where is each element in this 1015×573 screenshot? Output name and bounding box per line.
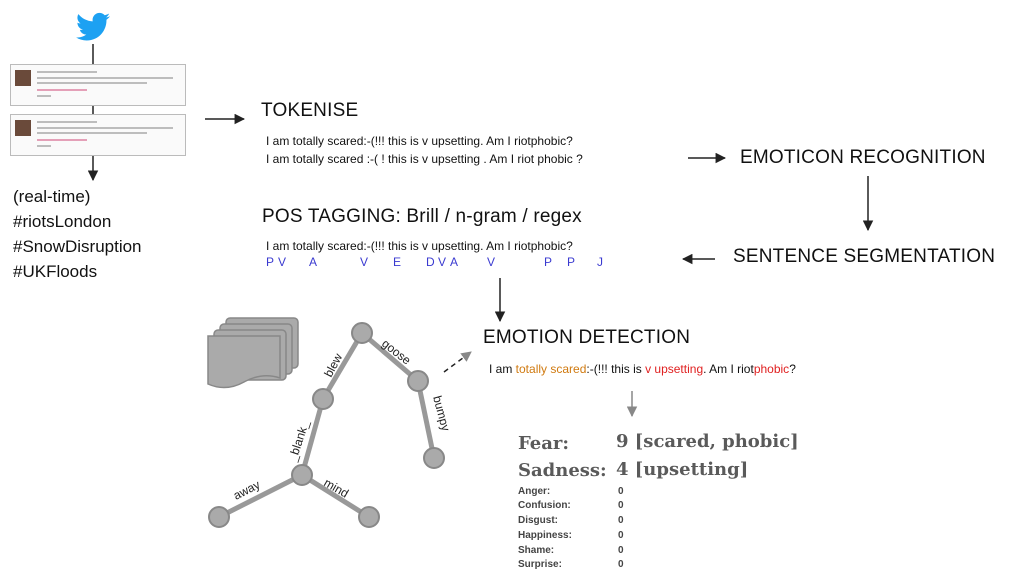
- tree-node-mind: [358, 506, 380, 528]
- tree-nodes: [208, 322, 445, 528]
- category-name: Confusion:: [518, 500, 571, 511]
- pos-tag: V: [438, 255, 447, 269]
- pos-tag: V: [487, 255, 496, 269]
- category-value: 0: [618, 559, 624, 570]
- realtime-label: (real-time): [13, 187, 91, 206]
- category-value: 0: [618, 515, 624, 526]
- pos-tag: V: [360, 255, 369, 269]
- category-name: Surprise:: [518, 559, 562, 570]
- tokenise-output: I am totally scared :-( ! this is v upse…: [266, 152, 583, 166]
- avatar: [15, 70, 31, 86]
- pos-tag: A: [450, 255, 459, 269]
- twitter-bird-icon: [76, 12, 110, 41]
- highlight-orange: totally: [515, 362, 548, 376]
- category-value: 0: [618, 530, 624, 541]
- pos-tags: P V A V E D V A V P P J: [266, 255, 606, 271]
- pos-tag: P: [266, 255, 275, 269]
- score-value: 4 [upsetting]: [616, 459, 749, 480]
- word-tree: [217, 331, 437, 520]
- tree-node-blew: [312, 388, 334, 410]
- highlight-orange: scared: [550, 362, 587, 376]
- arrow-tree-to-emotion: [443, 351, 472, 373]
- step-sentence-segmentation: SENTENCE SEGMENTATION: [733, 246, 996, 267]
- hashtag: #SnowDisruption: [13, 237, 142, 256]
- pos-tag: P: [567, 255, 576, 269]
- pos-tag: P: [544, 255, 553, 269]
- tree-node-goose: [407, 370, 429, 392]
- score-name: Sadness:: [518, 460, 607, 481]
- hashtag: #UKFloods: [13, 262, 98, 281]
- category-value: 0: [618, 486, 624, 497]
- tree-node-bumpy: [423, 447, 445, 469]
- tree-node-away: [208, 506, 230, 528]
- pos-tag: A: [309, 255, 318, 269]
- document-stack-icon: [207, 317, 299, 389]
- hashtag: #riotsLondon: [13, 212, 112, 231]
- source-list: (real-time) #riotsLondon #SnowDisruption…: [13, 184, 142, 284]
- tokenise-input: I am totally scared:-(!!! this is v upse…: [266, 134, 573, 148]
- step-pos-tagging: POS TAGGING: Brill / n-gram / regex: [262, 206, 582, 227]
- tweet-card: [10, 114, 186, 156]
- avatar: [15, 120, 31, 136]
- category-name: Happiness:: [518, 530, 572, 541]
- step-emotion-detection: EMOTION DETECTION: [483, 327, 691, 348]
- pos-tag: E: [393, 255, 402, 269]
- highlight-red: v upsetting: [645, 362, 704, 376]
- tree-node-blank: [291, 464, 313, 486]
- score-name: Fear:: [518, 433, 570, 454]
- tweet-card: [10, 64, 186, 106]
- pos-tag: V: [278, 255, 287, 269]
- emotion-sentence: I am totally scared:-(!!! this is v upse…: [489, 362, 796, 376]
- highlight-red: phobic: [753, 362, 790, 376]
- category-name: Disgust:: [518, 515, 558, 526]
- pos-sentence: I am totally scared:-(!!! this is v upse…: [266, 239, 573, 253]
- tree-node-root: [351, 322, 373, 344]
- step-emoticon-recognition: EMOTICON RECOGNITION: [740, 147, 986, 168]
- category-value: 0: [618, 545, 624, 556]
- step-tokenise: TOKENISE: [261, 100, 359, 121]
- pos-tag: D: [426, 255, 435, 269]
- score-value: 9 [scared, phobic]: [616, 431, 799, 452]
- tree-word-bumpy: bumpy: [430, 394, 453, 432]
- category-name: Shame:: [518, 545, 555, 556]
- category-name: Anger:: [518, 486, 551, 497]
- pos-tag: J: [597, 255, 603, 269]
- category-value: 0: [618, 500, 624, 511]
